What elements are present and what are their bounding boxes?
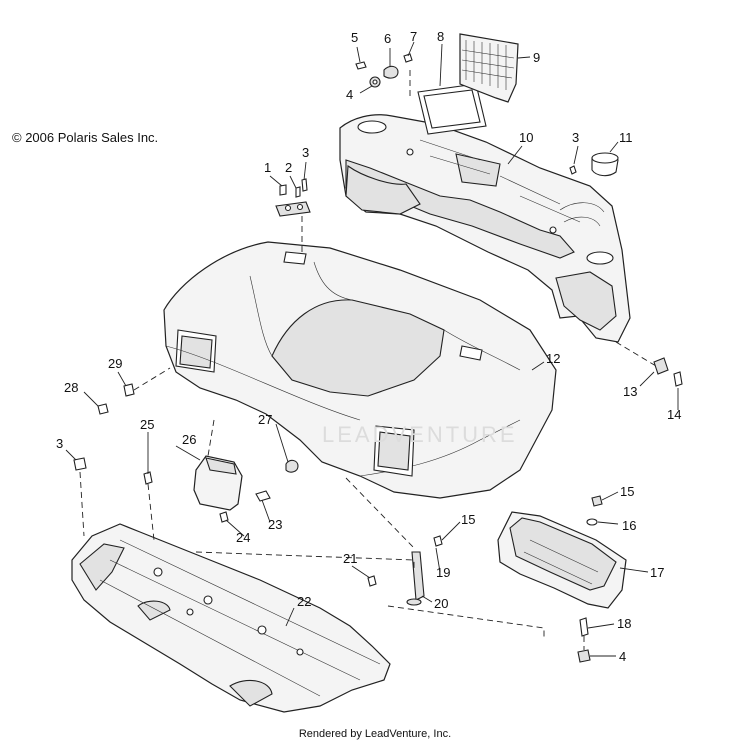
callout-16: 16 xyxy=(622,518,636,533)
callout-11: 11 xyxy=(619,130,633,145)
callout-8: 8 xyxy=(437,29,444,44)
callout-27: 27 xyxy=(258,412,272,427)
misc-hardware xyxy=(73,357,683,663)
rear-bumper-assembly xyxy=(339,114,631,343)
assembly-lines xyxy=(79,70,657,650)
callout-18: 18 xyxy=(617,616,631,631)
callout-1: 1 xyxy=(264,160,271,175)
rear-grille-cover xyxy=(417,33,519,135)
lower-floor-panel xyxy=(71,523,391,713)
callout-13: 13 xyxy=(623,384,637,399)
callout-14: 14 xyxy=(667,407,681,422)
callout-15-center: 15 xyxy=(461,512,475,527)
copyright-notice: © 2006 Polaris Sales Inc. xyxy=(12,130,159,145)
callout-6: 6 xyxy=(384,31,391,46)
callout-3-left: 3 xyxy=(56,436,63,451)
callout-15-right: 15 xyxy=(620,484,634,499)
hood-latch-bracket xyxy=(275,178,311,217)
callout-22: 22 xyxy=(297,594,311,609)
callout-28: 28 xyxy=(64,380,78,395)
main-body-hood xyxy=(163,241,557,499)
footer-credit: Rendered by LeadVenture, Inc. xyxy=(298,728,452,740)
headlight-housing xyxy=(193,455,299,523)
callout-21: 21 xyxy=(343,551,357,566)
callout-29: 29 xyxy=(108,356,122,371)
callout-4-top: 4 xyxy=(346,87,353,102)
callout-4-bottom: 4 xyxy=(619,649,626,664)
callout-10: 10 xyxy=(519,130,533,145)
top-hardware xyxy=(355,53,619,177)
callout-3-top: 3 xyxy=(302,145,309,160)
callout-2: 2 xyxy=(285,160,292,175)
callout-9: 9 xyxy=(533,50,540,65)
callout-17: 17 xyxy=(650,565,664,580)
callout-labels: 5 6 7 8 9 4 10 3 11 1 2 3 12 13 14 29 28… xyxy=(56,29,681,664)
watermark-text: LEADVENTURE xyxy=(322,422,518,447)
leader-lines xyxy=(65,41,679,657)
callout-3-right: 3 xyxy=(572,130,579,145)
callout-12: 12 xyxy=(546,351,560,366)
callout-20: 20 xyxy=(434,596,448,611)
callout-23: 23 xyxy=(268,517,282,532)
callout-26: 26 xyxy=(182,432,196,447)
callout-25: 25 xyxy=(140,417,154,432)
callout-5: 5 xyxy=(351,30,358,45)
callout-24: 24 xyxy=(236,530,250,545)
callout-19: 19 xyxy=(436,565,450,580)
callout-7: 7 xyxy=(410,29,417,44)
storage-tray xyxy=(497,511,627,609)
